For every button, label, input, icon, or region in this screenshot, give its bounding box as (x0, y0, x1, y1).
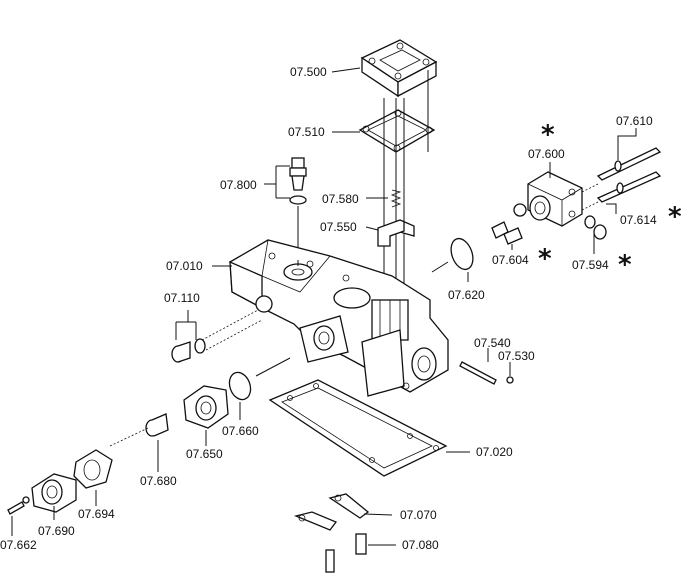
bracket-07550 (377, 219, 415, 247)
valve-housing-07010 (229, 239, 449, 397)
levers-07070 (293, 493, 370, 531)
gasket-07020 (268, 379, 448, 477)
label-07550: 07.550 (320, 220, 357, 234)
label-07610: 07.610 (616, 114, 653, 128)
asterisk-marker-07604: * (538, 244, 552, 274)
label-07694: 07.694 (78, 507, 115, 521)
plug-07594 (584, 215, 607, 240)
gasket-07694 (73, 449, 113, 489)
label-07070: 07.070 (400, 508, 437, 522)
pin-07530 (506, 376, 514, 384)
asterisk-marker-07614: * (668, 202, 682, 232)
flange-07650 (183, 385, 229, 429)
o-ring-07660 (228, 371, 252, 401)
pins-07604 (491, 221, 523, 245)
asterisk-marker-07594: * (618, 250, 632, 280)
screw-07662 (7, 496, 30, 515)
label-07500: 07.500 (290, 65, 327, 79)
plug-07110 (171, 309, 263, 363)
label-07650: 07.650 (186, 447, 223, 461)
sensor-07800 (289, 157, 307, 260)
rod-07540 (459, 361, 497, 385)
label-07614: 07.614 (620, 213, 657, 227)
screws-07610-07614 (581, 147, 662, 211)
label-07580: 07.580 (322, 192, 359, 206)
spring-07580 (390, 189, 402, 208)
label-07594: 07.594 (572, 258, 609, 272)
label-07662: 07.662 (0, 538, 37, 552)
label-07690: 07.690 (38, 524, 75, 538)
valve-cover-07600 (513, 171, 583, 227)
label-07600: 07.600 (528, 147, 565, 161)
label-07110: 07.110 (164, 291, 200, 305)
label-07020: 07.020 (476, 445, 513, 459)
label-07510: 07.510 (288, 125, 325, 139)
pins-07080 (325, 533, 367, 573)
flange-07690 (31, 473, 77, 513)
plug-07680 (109, 413, 169, 447)
o-ring-07620 (450, 237, 474, 271)
label-07680: 07.680 (140, 474, 177, 488)
label-07800: 07.800 (220, 178, 257, 192)
label-07540: 07.540 (474, 336, 511, 350)
label-07080: 07.080 (402, 538, 439, 552)
label-07660: 07.660 (222, 424, 259, 438)
asterisk-marker-07600: * (541, 120, 555, 150)
label-07010: 07.010 (166, 259, 203, 273)
label-07604: 07.604 (492, 253, 529, 267)
label-07530: 07.530 (498, 349, 535, 363)
cover-plate-07500 (360, 39, 438, 98)
leader-lines (11, 67, 637, 546)
gasket-07510 (358, 109, 436, 153)
label-07620: 07.620 (448, 288, 485, 302)
